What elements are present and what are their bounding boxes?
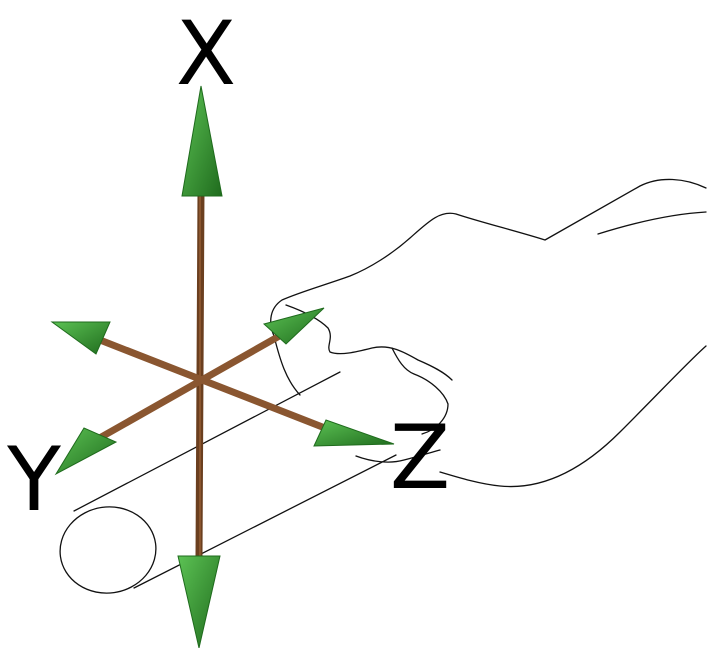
axis-shafts xyxy=(96,190,330,556)
x-negative-arrowhead xyxy=(178,556,220,648)
z-axis-label: Z xyxy=(390,406,450,509)
hand-outline-upper xyxy=(271,179,706,395)
cylinder-end-cap xyxy=(54,501,161,600)
cylinder-bottom-edge xyxy=(134,455,396,588)
hand-outline-lower xyxy=(440,346,706,487)
cylinder-handle-sketch xyxy=(54,372,396,599)
y-axis-label: Y xyxy=(6,428,61,531)
hand-wrist-line xyxy=(598,212,706,234)
x-axis-shaft xyxy=(199,190,201,556)
y-left-upper-arrowhead xyxy=(52,322,110,354)
x-axis-label: X xyxy=(176,2,236,105)
z-right-lower-arrowhead xyxy=(314,420,394,446)
